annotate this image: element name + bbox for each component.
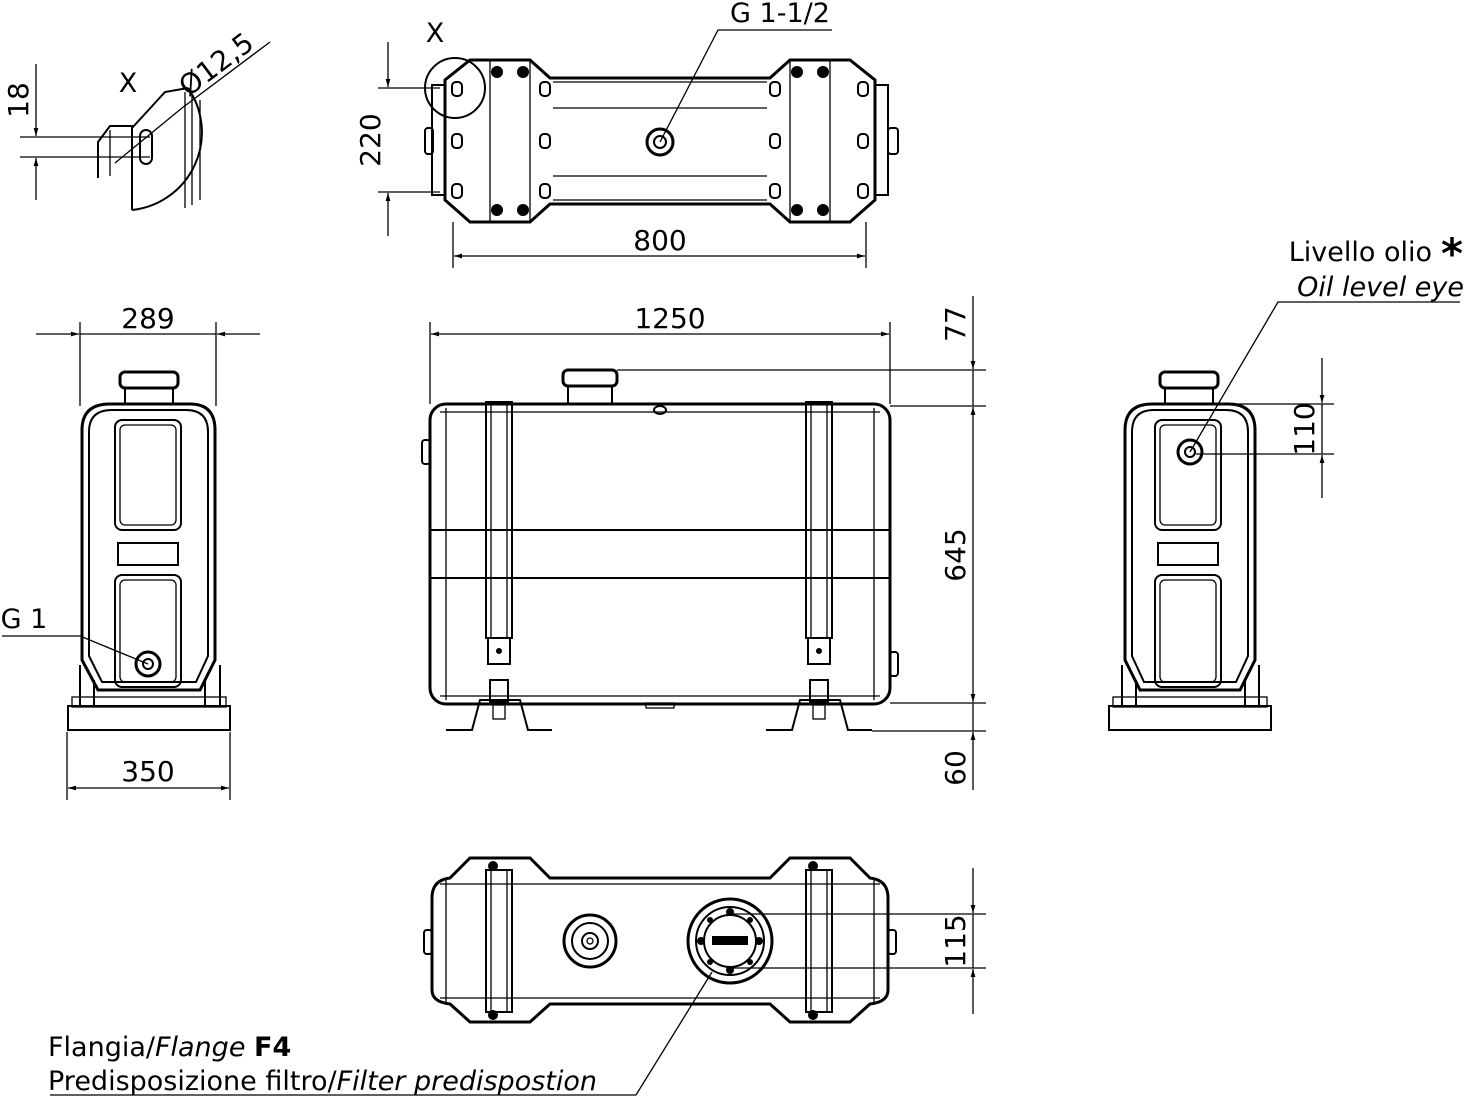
flange-f4-icon [686, 897, 774, 985]
filter-label-en: Filter predispostion [337, 1066, 597, 1097]
slot-hole-icon [139, 129, 153, 165]
dim-hole-diameter: Ø12,5 [173, 26, 260, 103]
flange-label-it: Flangia/ [48, 1032, 156, 1063]
bottom-view: 115 Flangia/Flange F4 Predisposizione fi… [48, 856, 986, 1097]
detail-x-marker: X [119, 68, 138, 99]
flange-caption: Flangia/Flange F4 [48, 1032, 291, 1063]
top-view: G 1-1/2 X 220 800 [354, 0, 899, 268]
dim-645: 645 [939, 528, 972, 581]
oil-level-asterisk: * [1441, 229, 1463, 278]
filter-caption: Predisposizione filtro/Filter predispost… [48, 1066, 597, 1097]
dim-18: 18 [2, 82, 35, 118]
filter-label-it: Predisposizione filtro/ [48, 1066, 337, 1097]
oil-level-label-en: Oil level eye [1297, 272, 1464, 303]
dim-289: 289 [121, 302, 174, 335]
right-side-view: Livello olio * Oil level eye 110 [1108, 229, 1464, 731]
flange-code: F4 [254, 1032, 291, 1063]
dim-1250: 1250 [634, 302, 705, 335]
detail-x-view: 18 Ø12,5 X [2, 26, 271, 211]
flange-label-en: Flange [155, 1032, 245, 1063]
left-side-view: G 1 289 350 [1, 302, 260, 800]
fill-port-icon [645, 127, 675, 157]
dim-350: 350 [121, 755, 174, 788]
front-view: 1250 77 645 60 [421, 296, 986, 790]
dim-800: 800 [633, 224, 686, 257]
oil-level-label-it: Livello olio [1289, 237, 1432, 268]
port-label-g112: G 1-1/2 [730, 0, 830, 29]
top-view-x-marker: X [426, 18, 445, 49]
port-label-g1: G 1 [1, 604, 48, 635]
oil-level-eye-icon [1176, 438, 1204, 466]
dim-60: 60 [939, 750, 972, 786]
dim-220: 220 [354, 113, 387, 166]
dim-110: 110 [1288, 402, 1321, 455]
dim-115: 115 [939, 914, 972, 967]
port-g1-icon [134, 650, 162, 678]
dim-77: 77 [939, 306, 972, 342]
drain-plug-icon [562, 913, 618, 969]
